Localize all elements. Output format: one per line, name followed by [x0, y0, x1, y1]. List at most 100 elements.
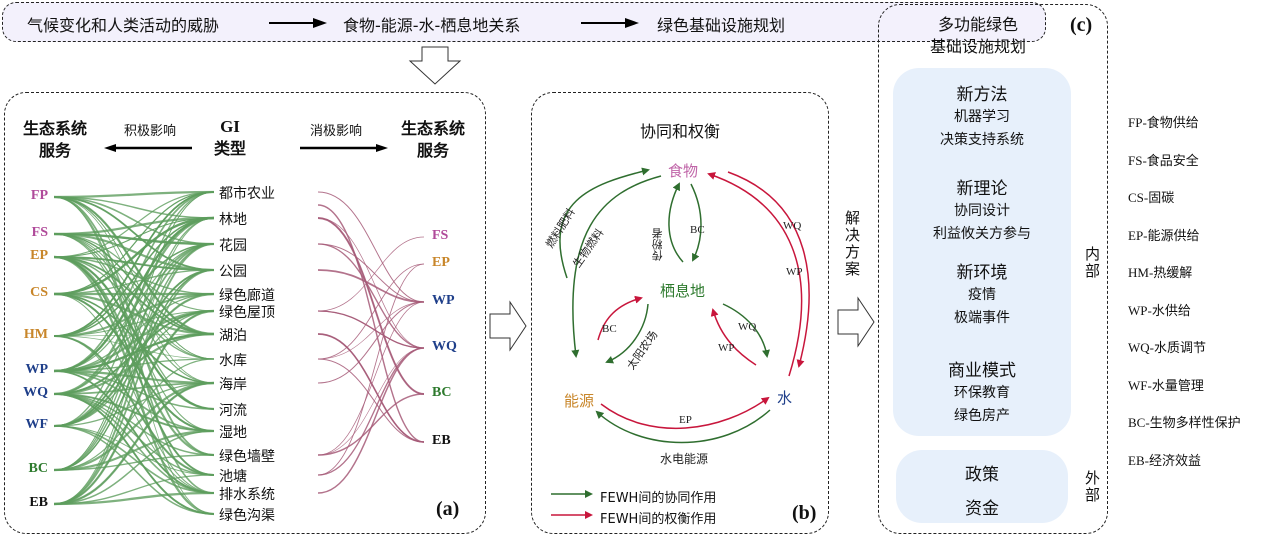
positive-link	[53, 269, 215, 427]
abbreviation-item: EP-能源供给	[1128, 227, 1200, 243]
positive-link	[53, 474, 215, 505]
gi-type-item: 绿色廊道	[219, 288, 275, 304]
solution-label: 解决方案	[843, 210, 861, 278]
right-service-bc: BC	[432, 385, 452, 400]
negative-link	[317, 263, 425, 476]
label-wp-inner: WP	[718, 342, 735, 354]
right-service-fs: FS	[432, 228, 449, 243]
positive-link	[53, 243, 215, 427]
positive-link	[53, 190, 215, 199]
group-item: 决策支持系统	[940, 132, 1024, 148]
arc-energy-to-habitat	[597, 295, 643, 341]
internal-label: 内部	[1083, 246, 1101, 280]
panel-b	[531, 92, 829, 534]
label-bc-left: BC	[602, 323, 617, 335]
internal-block	[893, 68, 1071, 436]
left-service-cs: CS	[30, 285, 48, 300]
group-item: 极端事件	[954, 310, 1010, 326]
node-habitat: 栖息地	[660, 282, 706, 300]
arrow-left-icon	[104, 144, 192, 152]
arc-energy-to-water	[600, 396, 770, 430]
positive-link	[53, 216, 215, 236]
arc-water-to-food	[707, 172, 803, 377]
label-bc-top: BC	[690, 224, 705, 236]
positive-link	[53, 196, 215, 271]
abbreviation-item: CS-固碳	[1128, 190, 1175, 205]
negative-link	[317, 217, 425, 349]
negative-link	[317, 347, 425, 494]
abbreviation-item: FS-食品安全	[1128, 152, 1199, 168]
negative-link	[317, 347, 425, 476]
gi-type-item: 绿色沟渠	[219, 508, 275, 524]
node-food: 食物	[668, 162, 699, 180]
panel-a	[4, 92, 486, 534]
positive-link	[53, 256, 215, 295]
block-arrow-right-icon	[837, 296, 875, 348]
negative-link	[317, 204, 425, 443]
negative-link	[317, 243, 425, 303]
label-ep: EP	[679, 414, 692, 426]
positive-link	[53, 191, 215, 471]
positive-link	[53, 196, 215, 245]
gi-type-item: 公园	[219, 264, 247, 280]
positive-link	[53, 293, 215, 372]
external-item: 资金	[965, 499, 999, 519]
positive-link	[53, 256, 215, 476]
positive-link	[53, 191, 215, 372]
external-label: 外部	[1083, 470, 1101, 504]
negative-link	[317, 333, 425, 443]
positive-link	[53, 243, 215, 505]
negative-link	[317, 269, 425, 303]
label-wq-right: WQ	[783, 220, 802, 232]
positive-link	[53, 393, 215, 515]
abbreviation-item: WP-水供给	[1128, 302, 1191, 318]
negative-link	[317, 393, 425, 456]
external-block	[896, 450, 1068, 523]
positive-link	[53, 292, 215, 338]
gi-type-item: 排水系统	[219, 487, 275, 503]
label-wq-inner: WQ	[738, 321, 757, 333]
gi-type-item: 湖泊	[219, 328, 247, 344]
gi-type-item: 海岸	[219, 377, 247, 393]
negative-link	[317, 333, 425, 443]
group-item: 协同设计	[954, 203, 1010, 219]
positive-link	[53, 217, 215, 258]
group-title: 新理论	[956, 179, 1008, 199]
positive-link	[53, 332, 215, 396]
positive-link	[53, 381, 215, 472]
right-service-wp: WP	[432, 293, 455, 308]
positive-link	[53, 216, 215, 296]
positive-link	[53, 429, 215, 472]
positive-link	[53, 243, 215, 337]
group-item: 机器学习	[954, 109, 1010, 125]
arc-habitat-to-water	[722, 303, 770, 358]
panel-b-title: 协同和权衡	[639, 122, 720, 141]
banner-step-nexus: 食物-能源-水-栖息地关系	[343, 16, 521, 35]
negative-link	[317, 263, 425, 360]
panel-c-title: 多功能绿色 基础设施规划	[929, 15, 1026, 56]
arc-food-to-habitat	[690, 183, 702, 262]
banner-step-threat: 气候变化和人类活动的威胁	[27, 16, 220, 35]
positive-link	[53, 430, 215, 505]
panel-a-label: (a)	[436, 498, 460, 520]
panel-c	[878, 4, 1108, 534]
legend-synergy-text: FEWH间的协同作用	[600, 491, 717, 506]
arc-water-to-energy	[595, 409, 771, 444]
arc-energy-to-food	[559, 167, 650, 279]
gi-type-item: 花园	[219, 238, 247, 254]
positive-link	[53, 217, 215, 505]
positive-link	[53, 191, 215, 337]
abbreviation-item: HM-热缓解	[1128, 265, 1193, 280]
positive-link	[53, 191, 215, 295]
gi-type-item: 绿色墙壁	[219, 449, 275, 465]
left-service-fs: FS	[31, 225, 48, 240]
left-service-bc: BC	[28, 461, 48, 476]
positive-link	[53, 217, 215, 471]
gi-type-item: 河流	[219, 403, 247, 419]
arrow-right-icon	[581, 18, 639, 28]
positive-link	[53, 393, 215, 432]
positive-link	[53, 370, 215, 410]
left-es-header: 生态系统 服务	[22, 119, 87, 160]
block-arrow-down-icon	[408, 46, 462, 85]
positive-link	[53, 217, 215, 337]
